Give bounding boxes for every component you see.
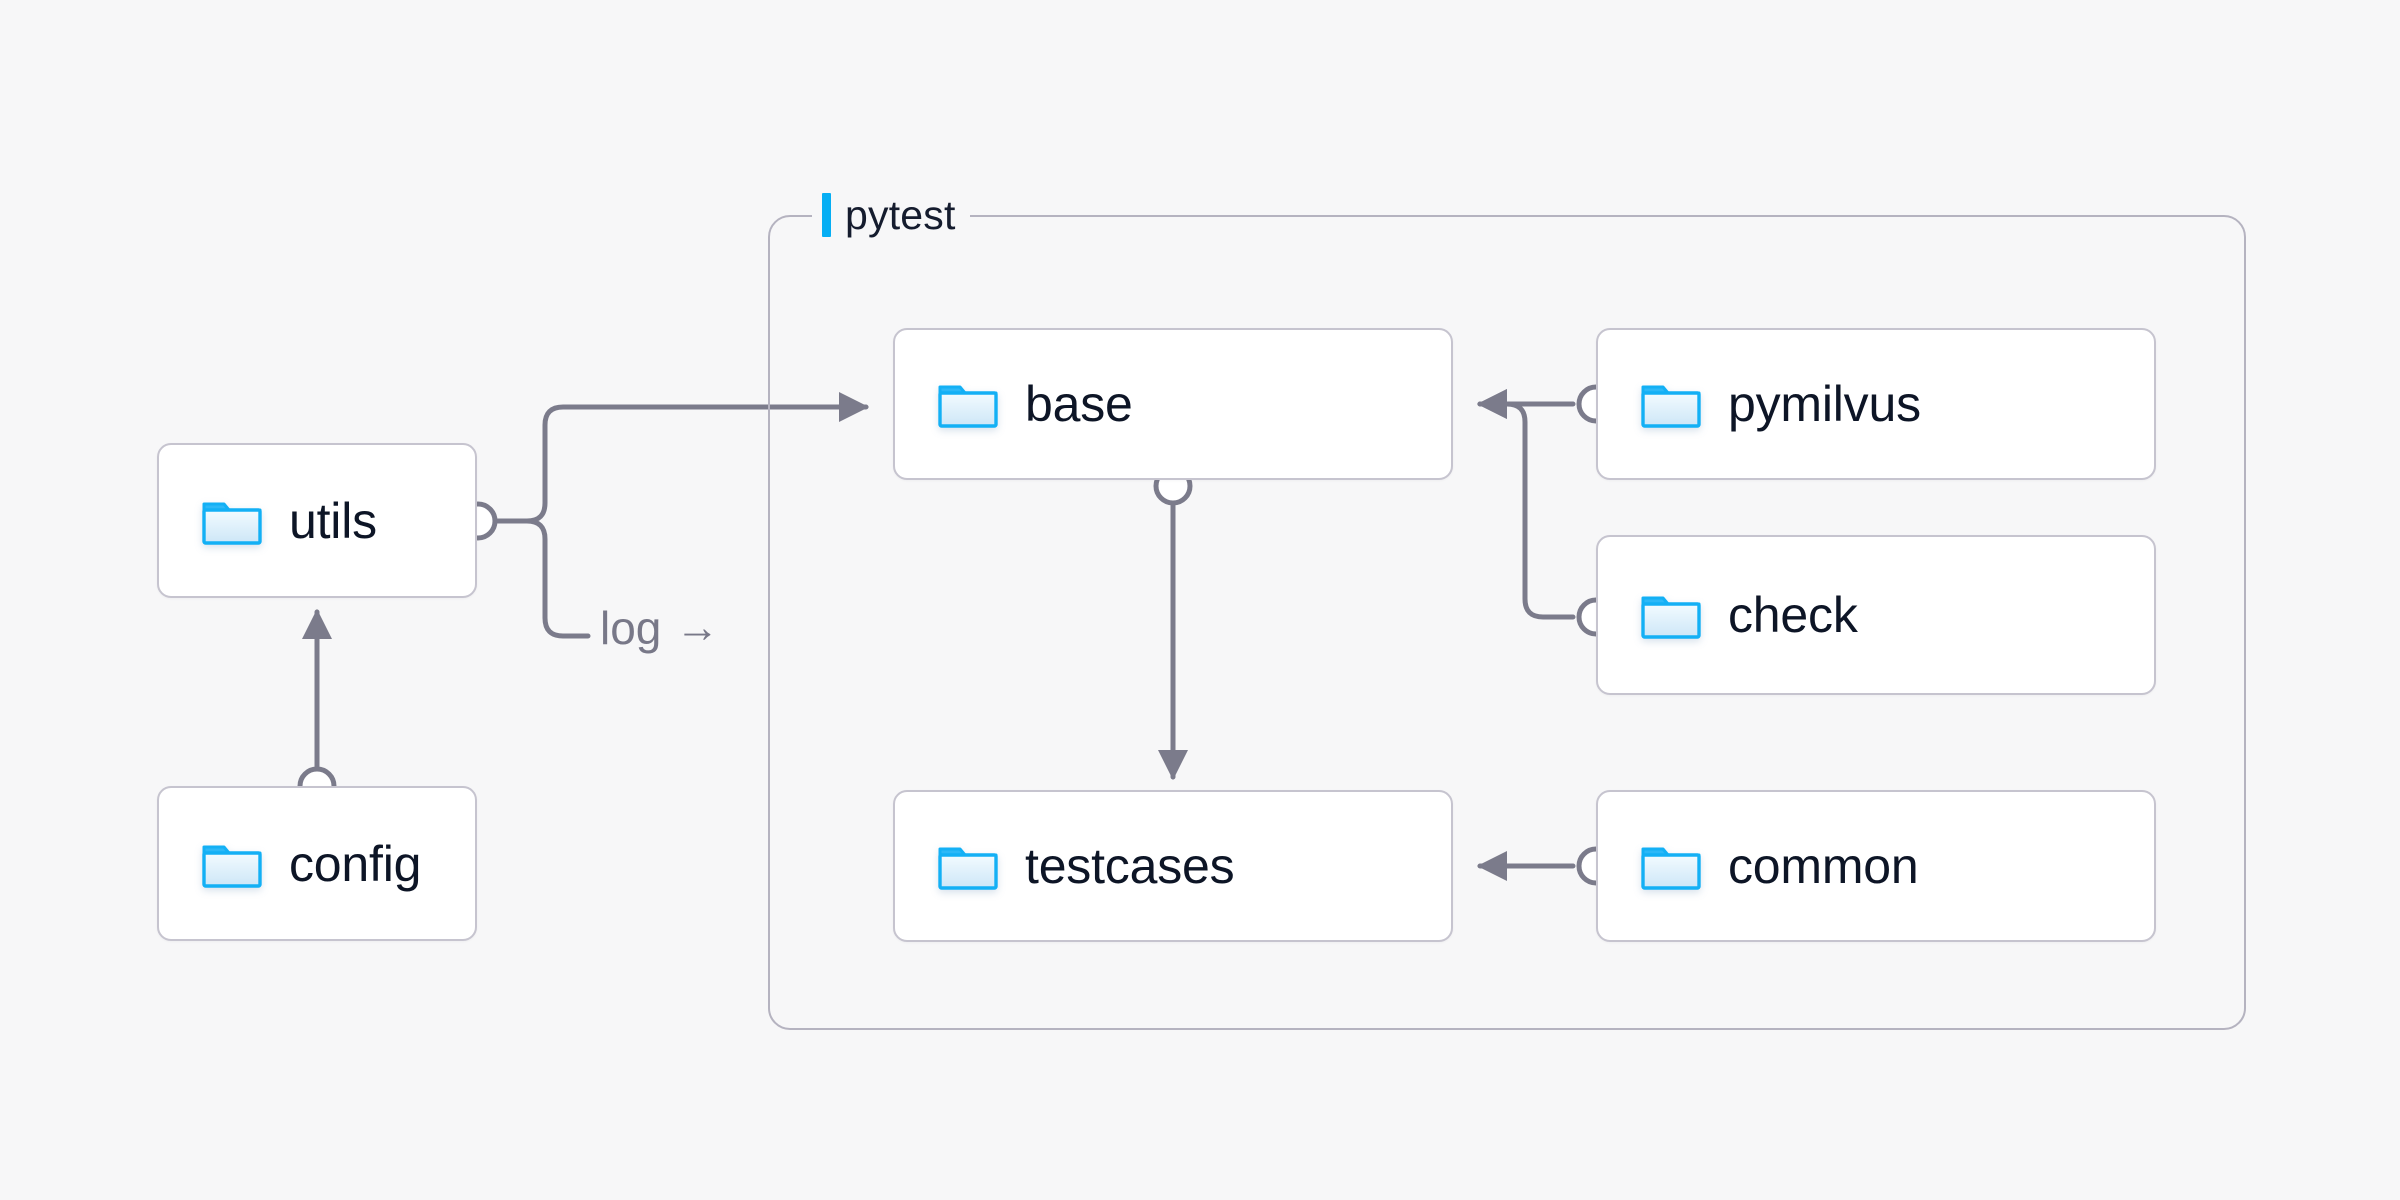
node-base-label: base [1025,376,1133,432]
group-pytest-label: pytest [812,191,970,239]
node-common-label: common [1728,838,1919,894]
folder-icon [937,379,999,429]
node-check-label: check [1728,587,1858,643]
node-config[interactable]: config [157,786,477,941]
arrow-right-icon: → [675,603,720,652]
edge-label-log-text: log [600,602,662,654]
node-utils-label: utils [289,492,377,549]
edge-utils-to-log [494,518,591,639]
node-pymilvus[interactable]: pymilvus [1596,328,2156,480]
edge-label-log[interactable]: log → [600,605,719,651]
group-pytest-label-text: pytest [845,191,956,238]
node-common[interactable]: common [1596,790,2156,942]
folder-icon [1640,841,1702,891]
group-pytest[interactable] [768,215,2246,1030]
node-pymilvus-label: pymilvus [1728,376,1921,432]
node-testcases[interactable]: testcases [893,790,1453,942]
group-accent-bar [822,193,831,237]
node-utils[interactable]: utils [157,443,477,598]
folder-icon [937,841,999,891]
folder-icon [1640,590,1702,640]
folder-icon [201,839,263,889]
node-testcases-label: testcases [1025,838,1235,894]
node-config-label: config [289,835,422,892]
folder-icon [201,496,263,546]
node-check[interactable]: check [1596,535,2156,695]
folder-icon [1640,379,1702,429]
node-base[interactable]: base [893,328,1453,480]
